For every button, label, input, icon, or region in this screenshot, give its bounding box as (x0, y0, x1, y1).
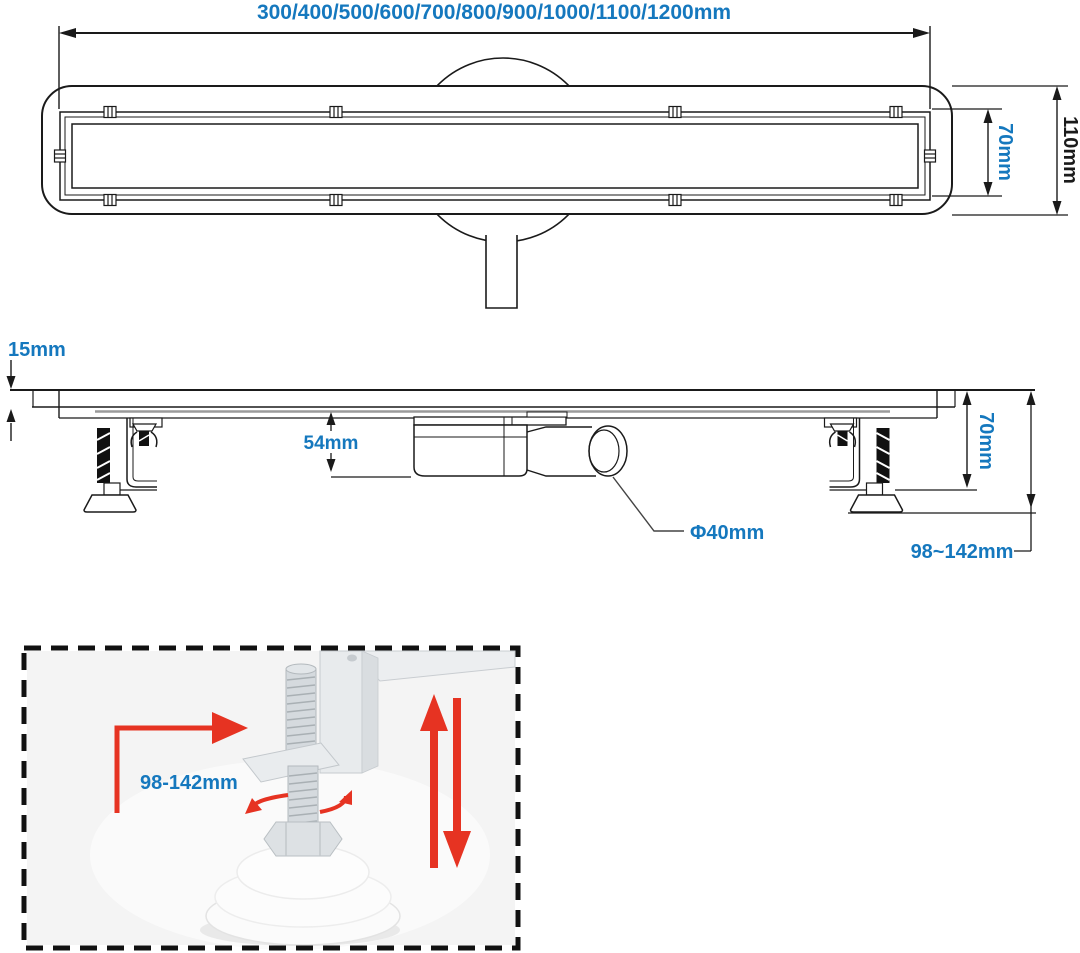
install-height-dimension: 98~142mm (848, 391, 1036, 563)
flange-height-dimension: 15mm (6, 339, 66, 441)
body-height-label: 70mm (975, 412, 997, 470)
up-arrow (420, 694, 448, 868)
grate-width-dimension: 70mm (932, 108, 1016, 197)
adjust-range-label: 98-142mm (140, 772, 238, 794)
trap-body (413, 424, 528, 477)
length-dimension: 300/400/500/600/700/800/900/1000/1100/12… (58, 1, 931, 109)
leveling-rod (97, 428, 110, 483)
foot-base-photo (200, 844, 401, 946)
body-width-label: 110mm (1059, 116, 1080, 184)
bracket-photo (319, 650, 516, 774)
side-view-drawing: 15mm (6, 339, 1036, 563)
trap-height-dimension: 54mm (304, 412, 411, 478)
grate-width-label: 70mm (994, 123, 1016, 181)
hex-nut (263, 821, 343, 857)
length-dimension-label: 300/400/500/600/700/800/900/1000/1100/12… (257, 1, 731, 24)
anchor-clip (130, 423, 158, 448)
install-height-label: 98~142mm (911, 541, 1014, 563)
outlet-diameter-label: Φ40mm (690, 522, 764, 544)
threaded-rod-upper (285, 663, 317, 760)
right-leg-assembly (823, 417, 904, 513)
rotation-arrows (245, 790, 352, 814)
outlet-end (588, 425, 628, 477)
height-adjust-arrow (114, 712, 248, 813)
top-view-drawing: 300/400/500/600/700/800/900/1000/1100/12… (41, 1, 1080, 309)
foot-base (83, 494, 137, 513)
body-width-dimension: 110mm (952, 85, 1080, 216)
grate-plate (71, 123, 919, 189)
inset-dashed-border (21, 645, 521, 951)
body-height-dimension: 70mm (895, 391, 997, 491)
clamp-plate (242, 742, 340, 783)
outlet-pipe-top-view (485, 235, 518, 309)
grate-clips (53, 105, 937, 207)
flange-height-label: 15mm (8, 339, 66, 361)
drain-trap (413, 411, 628, 477)
down-arrow (443, 698, 471, 868)
outlet-diameter-callout: Φ40mm (612, 476, 764, 544)
trap-height-label: 54mm (304, 433, 359, 454)
left-leg-assembly (83, 417, 163, 513)
adjustable-foot-inset: 98-142mm (21, 645, 521, 951)
